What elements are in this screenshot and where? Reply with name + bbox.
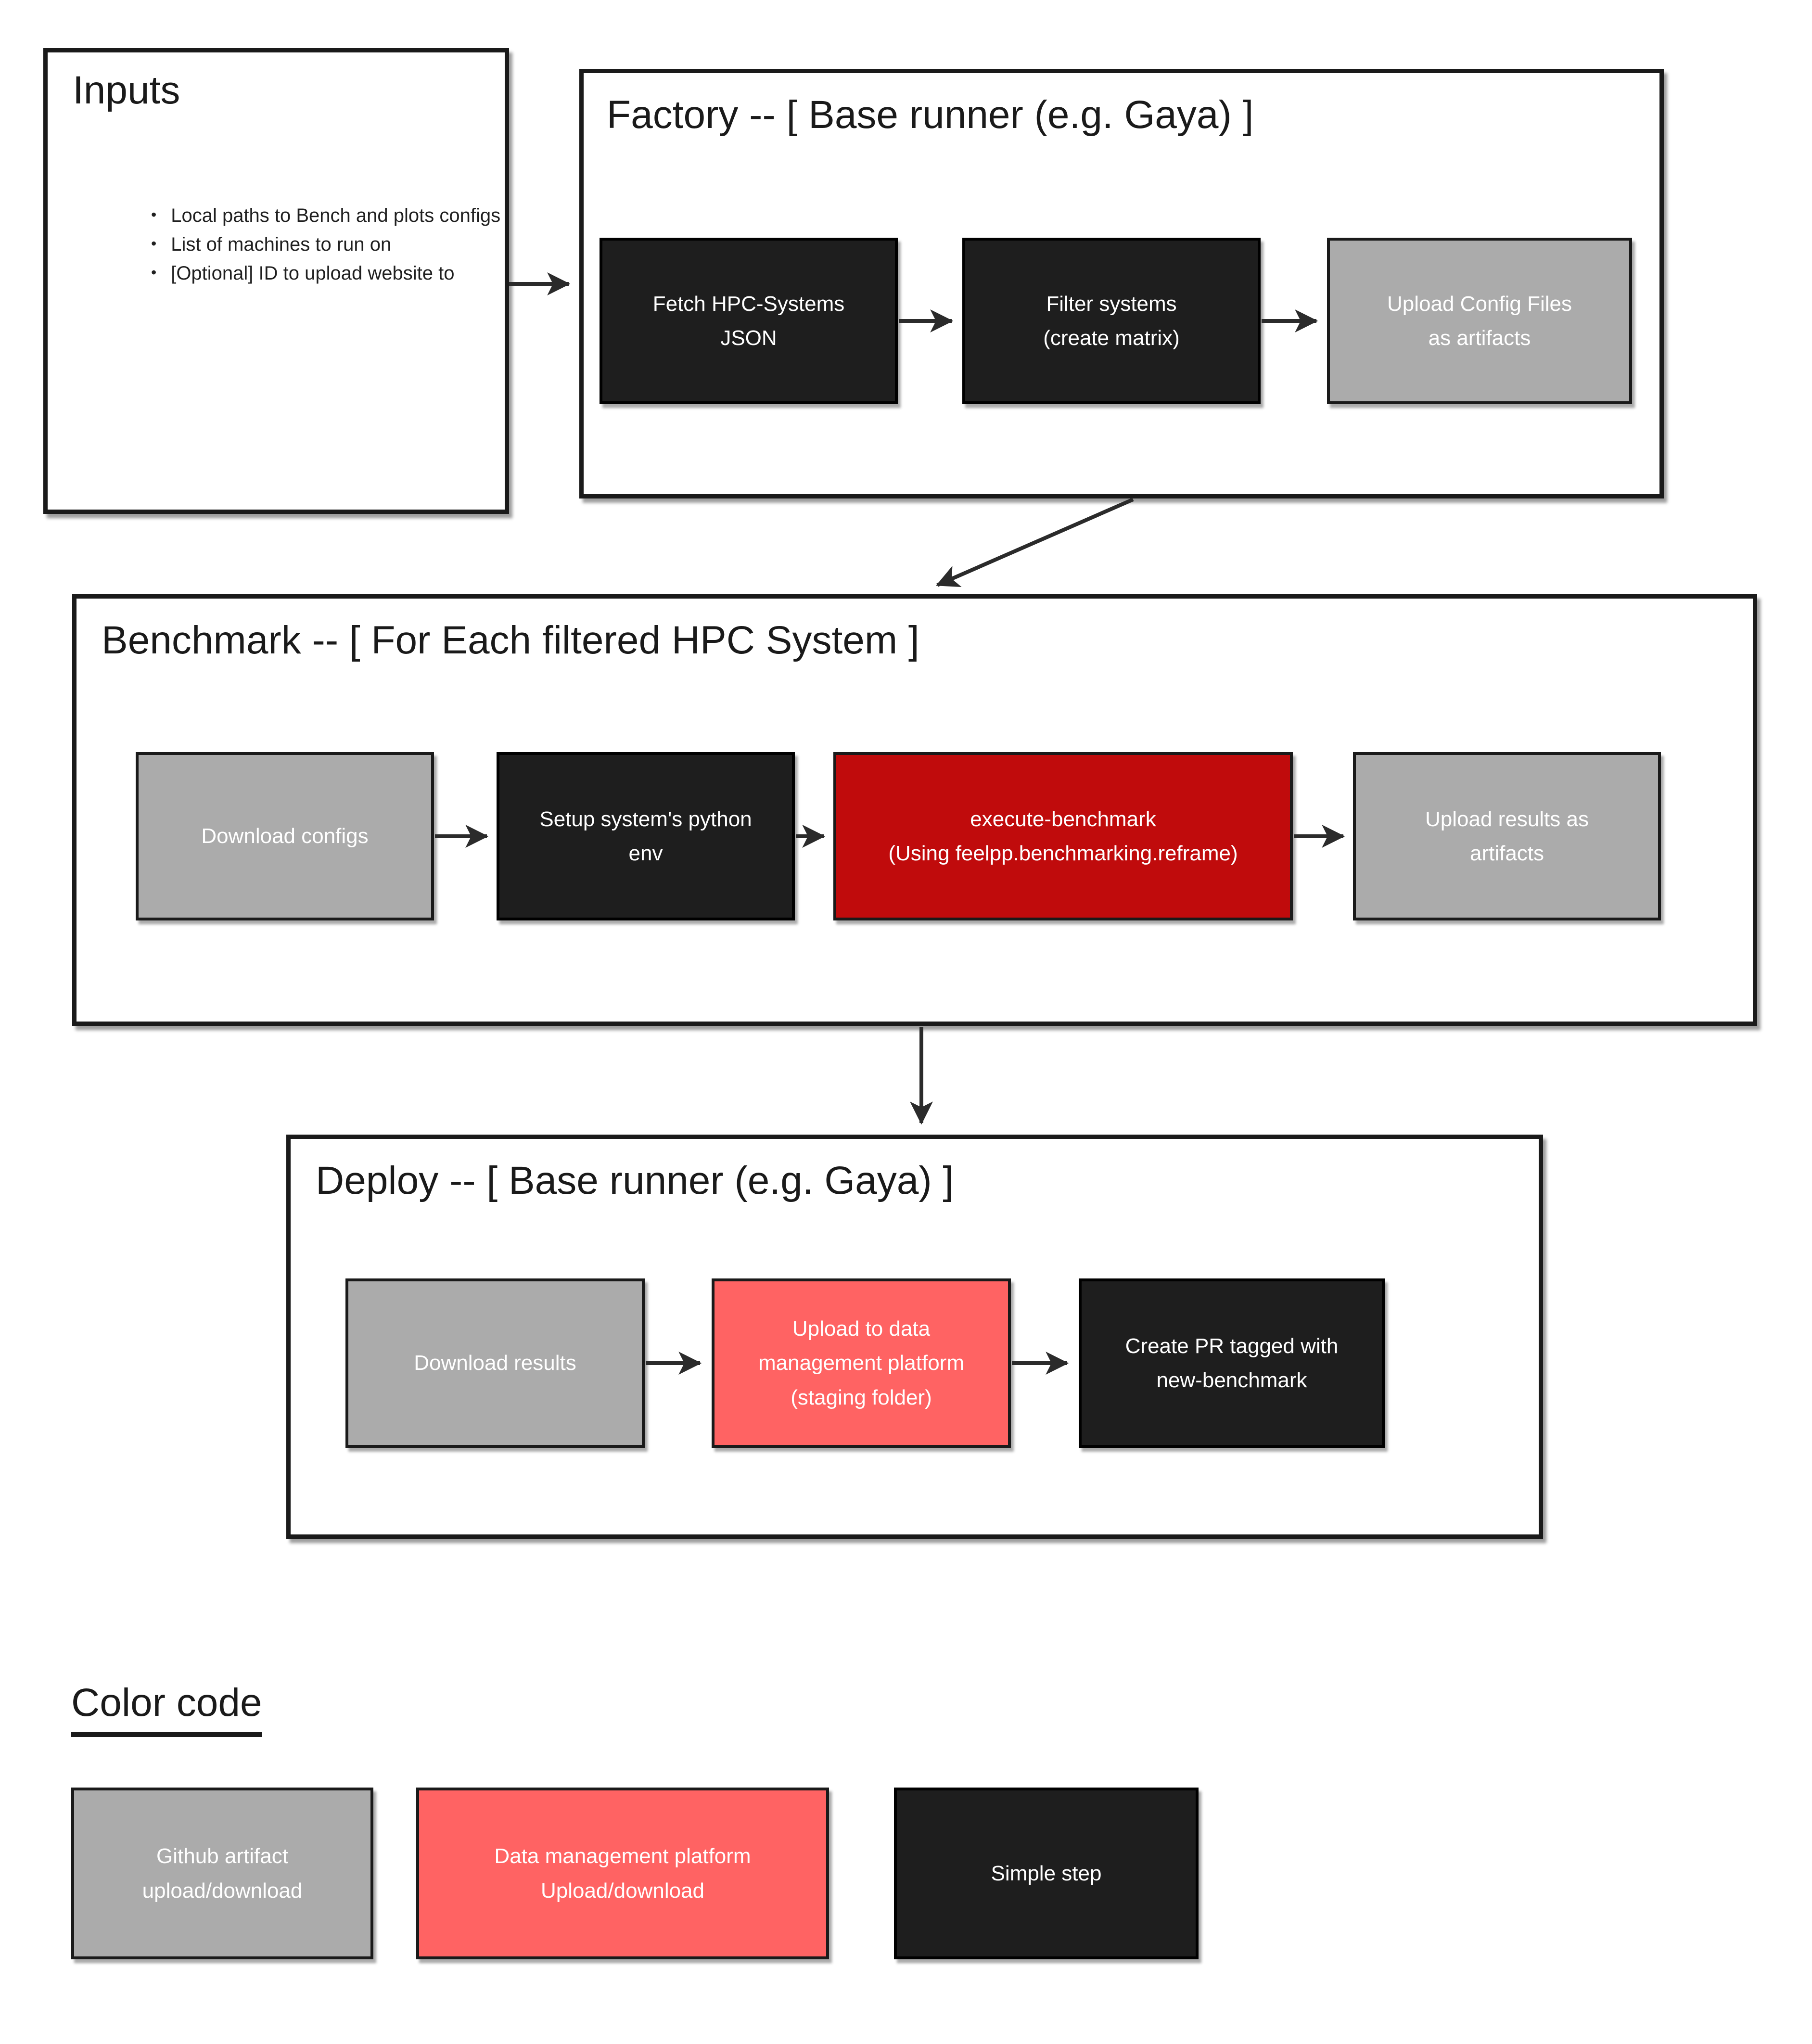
- inputs-bullet: [Optional] ID to upload website to: [151, 259, 550, 288]
- step-download-configs: Download configs: [136, 752, 434, 920]
- inputs-section: Inputs Local paths to Bench and plots co…: [43, 48, 509, 514]
- step-upload-config-files: Upload Config Files as artifacts: [1327, 238, 1632, 404]
- inputs-title: Inputs: [73, 68, 180, 112]
- step-setup-python-env: Setup system's python env: [497, 752, 795, 920]
- inputs-bullet: List of machines to run on: [151, 230, 550, 259]
- step-execute-benchmark: execute-benchmark (Using feelpp.benchmar…: [833, 752, 1293, 920]
- arrow-factory-to-benchmark: [936, 498, 1134, 588]
- legend-simple-step: Simple step: [894, 1788, 1199, 1959]
- step-create-pr: Create PR tagged with new-benchmark: [1079, 1278, 1385, 1448]
- step-fetch-hpc-systems-json: Fetch HPC-Systems JSON: [600, 238, 898, 404]
- step-download-results: Download results: [345, 1278, 645, 1448]
- factory-title: Factory -- [ Base runner (e.g. Gaya) ]: [607, 93, 1254, 137]
- deploy-title: Deploy -- [ Base runner (e.g. Gaya) ]: [316, 1159, 954, 1202]
- step-upload-results: Upload results as artifacts: [1353, 752, 1661, 920]
- step-upload-data-platform: Upload to data management platform (stag…: [712, 1278, 1011, 1448]
- inputs-bullet-list: Local paths to Bench and plots configs L…: [151, 202, 550, 288]
- legend-title: Color code: [71, 1680, 262, 1737]
- legend-data-platform: Data management platform Upload/download: [416, 1788, 829, 1959]
- benchmark-title: Benchmark -- [ For Each filtered HPC Sys…: [102, 618, 919, 662]
- legend-github-artifact: Github artifact upload/download: [71, 1788, 373, 1959]
- inputs-bullet: Local paths to Bench and plots configs: [151, 202, 550, 230]
- step-filter-systems: Filter systems (create matrix): [962, 238, 1261, 404]
